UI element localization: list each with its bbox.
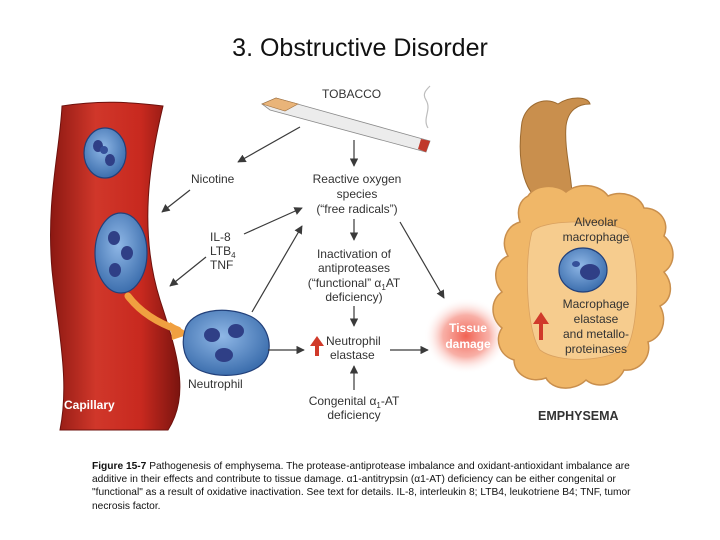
capillary-label: Capillary xyxy=(64,398,115,412)
svg-text:IL-8: IL-8 xyxy=(210,230,231,244)
tissue-damage-glow xyxy=(424,298,508,374)
slide-title: 3. Obstructive Disorder xyxy=(232,34,488,62)
neutrophil-cell xyxy=(182,309,270,376)
svg-text:elastase: elastase xyxy=(574,312,619,326)
svg-text:Congenital α1-AT: Congenital α1-AT xyxy=(309,394,400,410)
arrow-ros-to-tissue-damage xyxy=(399,221,445,299)
svg-text:Tissue: Tissue xyxy=(449,321,487,335)
neutrophil-label: Neutrophil xyxy=(188,377,243,391)
congenital-a1at-deficiency-label: Congenital α1-AT deficiency xyxy=(309,394,400,422)
macrophage-elastase-label: Macrophage elastase and metallo- protein… xyxy=(563,297,630,356)
svg-text:and metallo-: and metallo- xyxy=(563,327,629,341)
figure-caption-text: Pathogenesis of emphysema. The protease-… xyxy=(92,461,631,512)
inactivation-of-antiproteases-label: Inactivation of antiproteases (“function… xyxy=(308,247,401,304)
arrow-neutrophil-to-ros xyxy=(251,225,303,313)
svg-text:deficiency: deficiency xyxy=(327,408,380,422)
svg-text:(“functional” α1AT: (“functional” α1AT xyxy=(308,276,401,292)
svg-text:Reactive oxygen: Reactive oxygen xyxy=(313,172,402,186)
svg-text:deficiency): deficiency) xyxy=(325,290,382,304)
svg-text:antiproteases: antiproteases xyxy=(318,261,390,275)
arrow-mediators-from-ros xyxy=(243,207,303,235)
emphysema-label: EMPHYSEMA xyxy=(538,409,619,423)
svg-text:Alveolar: Alveolar xyxy=(574,215,617,229)
figure-caption-label: Figure 15-7 xyxy=(92,461,147,472)
figure-caption: Figure 15-7 Pathogenesis of emphysema. T… xyxy=(92,460,667,513)
tissue-damage-label: Tissue damage xyxy=(445,321,491,351)
alveolar-macrophage-cell xyxy=(558,247,608,293)
svg-text:proteinases: proteinases xyxy=(565,342,627,356)
svg-text:macrophage: macrophage xyxy=(563,230,630,244)
blood-cell-2 xyxy=(94,212,148,294)
mediators-label: IL-8 LTB4 TNF xyxy=(210,230,236,272)
svg-text:(“free radicals”): (“free radicals”) xyxy=(316,202,397,216)
arrow-mediators-to-capillary xyxy=(169,256,207,287)
alveolar-macrophage-label: Alveolar macrophage xyxy=(563,215,630,244)
neutrophil-elastase-label: Neutrophil elastase xyxy=(326,334,381,362)
reactive-oxygen-species-label: Reactive oxygen species (“free radicals”… xyxy=(313,172,402,216)
nicotine-label: Nicotine xyxy=(191,172,235,186)
svg-text:Inactivation of: Inactivation of xyxy=(317,247,392,261)
pathway-arrows xyxy=(161,126,445,390)
svg-text:damage: damage xyxy=(445,337,491,351)
svg-text:TNF: TNF xyxy=(210,258,233,272)
neutrophil-elastase-up-arrow xyxy=(310,336,324,356)
blood-cell-1 xyxy=(83,127,127,179)
macrophage-elastase-up-arrow xyxy=(533,312,549,340)
cigarette xyxy=(261,85,431,153)
arrow-tobacco-to-nicotine xyxy=(237,126,301,163)
svg-text:elastase: elastase xyxy=(330,348,375,362)
tobacco-label: TOBACCO xyxy=(322,87,381,101)
svg-text:species: species xyxy=(337,187,378,201)
arrow-nicotine-to-capillary xyxy=(161,189,191,213)
svg-text:LTB4: LTB4 xyxy=(210,244,236,260)
svg-text:Macrophage: Macrophage xyxy=(563,297,630,311)
svg-text:Neutrophil: Neutrophil xyxy=(326,334,381,348)
